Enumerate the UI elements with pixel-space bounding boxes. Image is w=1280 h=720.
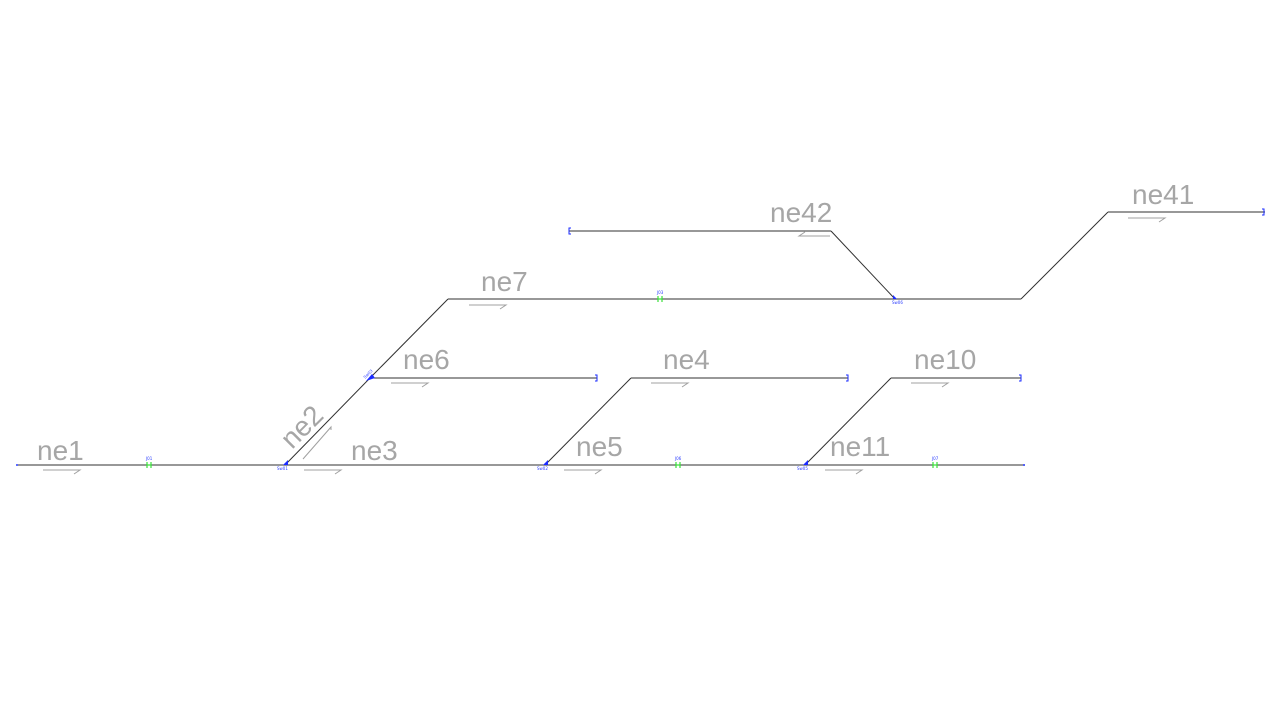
direction-arrow-ne2	[302, 425, 332, 460]
label-ne42: ne42	[770, 197, 832, 228]
switch-point-icon	[803, 460, 808, 465]
end-point-ne1[interactable]	[16, 464, 18, 466]
end-buffer-ne6[interactable]	[595, 374, 598, 382]
switch-point-icon	[893, 295, 897, 299]
track-ne2[interactable]	[284, 377, 371, 466]
direction-arrow-ne42	[797, 231, 830, 237]
direction-arrow-ne41	[1128, 217, 1167, 223]
switch-ne7-ne42[interactable]: Sw06	[892, 295, 903, 305]
signal-tag: J06	[674, 456, 682, 461]
label-ne7: ne7	[481, 266, 528, 297]
direction-arrow-ne3	[304, 469, 343, 475]
direction-arrow-ne10	[911, 382, 950, 388]
label-ne1: ne1	[37, 435, 84, 466]
switch-point-icon	[543, 460, 548, 465]
label-ne6: ne6	[403, 344, 450, 375]
signal-tag: J03	[656, 290, 664, 295]
switch-ne3-ne4-ne5[interactable]: Sw02	[537, 460, 548, 471]
signals: J01 J03 J06 J07	[145, 290, 939, 468]
label-ne5: ne5	[576, 431, 623, 462]
switch-tag: Sw06	[892, 300, 903, 305]
switch-tag: Sw03	[362, 368, 374, 380]
label-ne4: ne4	[663, 344, 710, 375]
switch-ne5-ne10-ne11[interactable]: Sw05	[797, 460, 808, 471]
switch-tag: Sw05	[797, 466, 808, 471]
direction-arrow-ne5	[564, 469, 603, 475]
switch-ne2-ne6-ne7[interactable]: Sw03	[362, 368, 375, 381]
switch-tag: Sw01	[277, 466, 288, 471]
signal-icon	[146, 462, 152, 468]
direction-arrow-ne11	[825, 469, 864, 475]
end-buffer-ne42[interactable]	[568, 227, 571, 235]
signal-tag: J07	[931, 456, 939, 461]
end-markers	[16, 208, 1265, 466]
label-ne3: ne3	[351, 435, 398, 466]
direction-arrow-ne4	[651, 382, 690, 388]
track-ne2-upper[interactable]	[369, 298, 449, 379]
track-segments	[18, 211, 1265, 466]
direction-arrow-ne1	[43, 469, 82, 475]
track-labels: ne1 ne2 ne3 ne5 ne11 ne6 ne4 ne10 ne7 ne…	[37, 179, 1194, 466]
end-buffer-ne41[interactable]	[1262, 208, 1265, 216]
track-ne41-diagonal[interactable]	[1020, 211, 1109, 300]
switch-markers: Sw01 Sw03 Sw02 Sw05 Sw06	[277, 295, 903, 471]
track-ne4-diagonal[interactable]	[544, 377, 632, 466]
end-point-ne11[interactable]	[1023, 464, 1025, 466]
track-ne42-diagonal[interactable]	[830, 230, 896, 300]
signal-ne11[interactable]: J07	[931, 456, 939, 468]
label-ne2: ne2	[274, 399, 329, 454]
signal-ne7[interactable]: J03	[656, 290, 664, 302]
signal-icon	[932, 462, 938, 468]
label-ne10: ne10	[914, 344, 976, 375]
signal-icon	[675, 462, 681, 468]
direction-arrow-ne6	[391, 382, 430, 388]
signal-icon	[657, 296, 663, 302]
end-buffer-ne10[interactable]	[1019, 374, 1022, 382]
signal-ne1[interactable]: J01	[145, 456, 153, 468]
track-ne10-diagonal[interactable]	[804, 377, 892, 466]
signal-tag: J01	[145, 456, 153, 461]
direction-arrow-ne7	[469, 304, 508, 310]
label-ne41: ne41	[1132, 179, 1194, 210]
switch-ne1-ne2-ne3[interactable]: Sw01	[277, 460, 288, 471]
end-buffer-ne4[interactable]	[846, 374, 849, 382]
switch-point-icon	[283, 460, 288, 465]
switch-point-icon	[366, 374, 375, 381]
signal-ne5[interactable]: J06	[674, 456, 682, 468]
label-ne11: ne11	[830, 431, 890, 462]
direction-arrows	[43, 217, 1167, 475]
switch-tag: Sw02	[537, 466, 548, 471]
